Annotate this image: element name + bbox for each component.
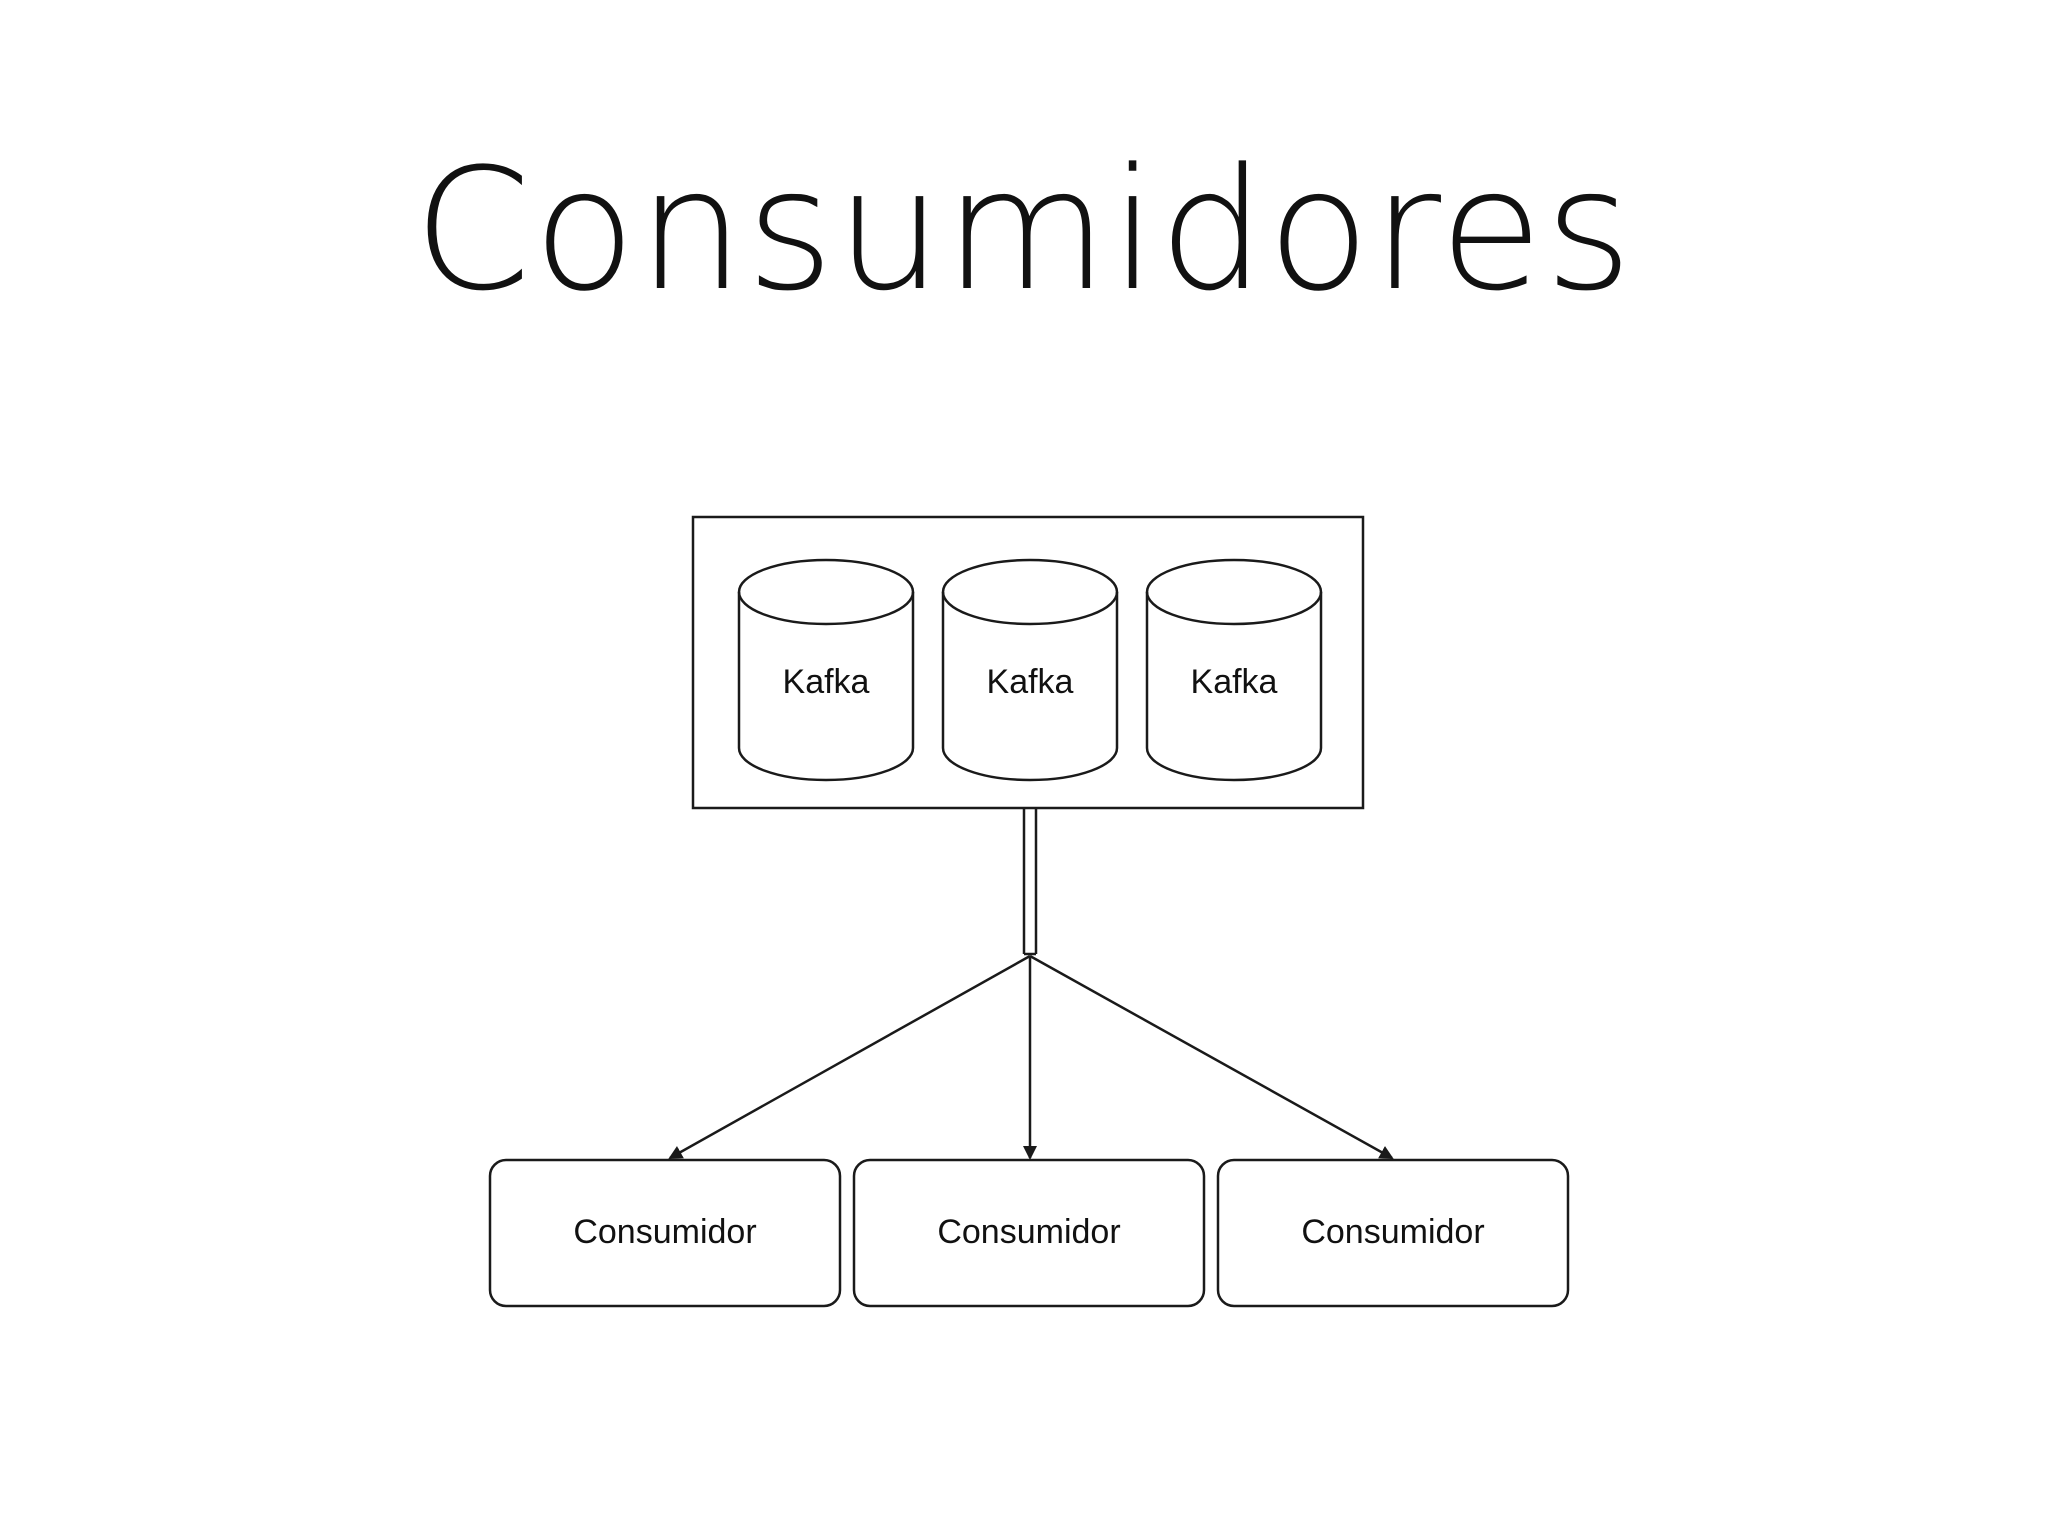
database-cylinder-icon <box>1145 558 1323 782</box>
arrow-to-consumer-3 <box>1029 954 1394 1160</box>
consumer-label: Consumidor <box>937 1213 1120 1251</box>
kafka-node-label: Kafka <box>1191 663 1278 701</box>
cylinder-top-rim <box>1145 591 1323 626</box>
consumer-box <box>488 1158 842 1308</box>
consumer-node: Consumidor <box>1216 1158 1570 1308</box>
consumer-node: Consumidor <box>852 1158 1206 1308</box>
cylinder-top-rim <box>737 591 915 626</box>
consumer-box <box>1216 1158 1570 1308</box>
slide-title: Consumidores <box>413 132 1635 328</box>
consumer-label: Consumidor <box>1301 1213 1484 1251</box>
arrow-to-consumer-1 <box>668 954 1031 1160</box>
kafka-node-label: Kafka <box>987 663 1074 701</box>
kafka-node-label: Kafka <box>783 663 870 701</box>
kafka-node: Kafka <box>1145 558 1323 782</box>
consumer-box <box>852 1158 1206 1308</box>
cluster-connector <box>1022 808 1038 956</box>
kafka-node: Kafka <box>941 558 1119 782</box>
database-cylinder-icon <box>941 558 1119 782</box>
cylinder-top-rim <box>941 591 1119 626</box>
consumer-label: Consumidor <box>573 1213 756 1251</box>
kafka-node: Kafka <box>737 558 915 782</box>
consumer-node: Consumidor <box>488 1158 842 1308</box>
database-cylinder-icon <box>737 558 915 782</box>
